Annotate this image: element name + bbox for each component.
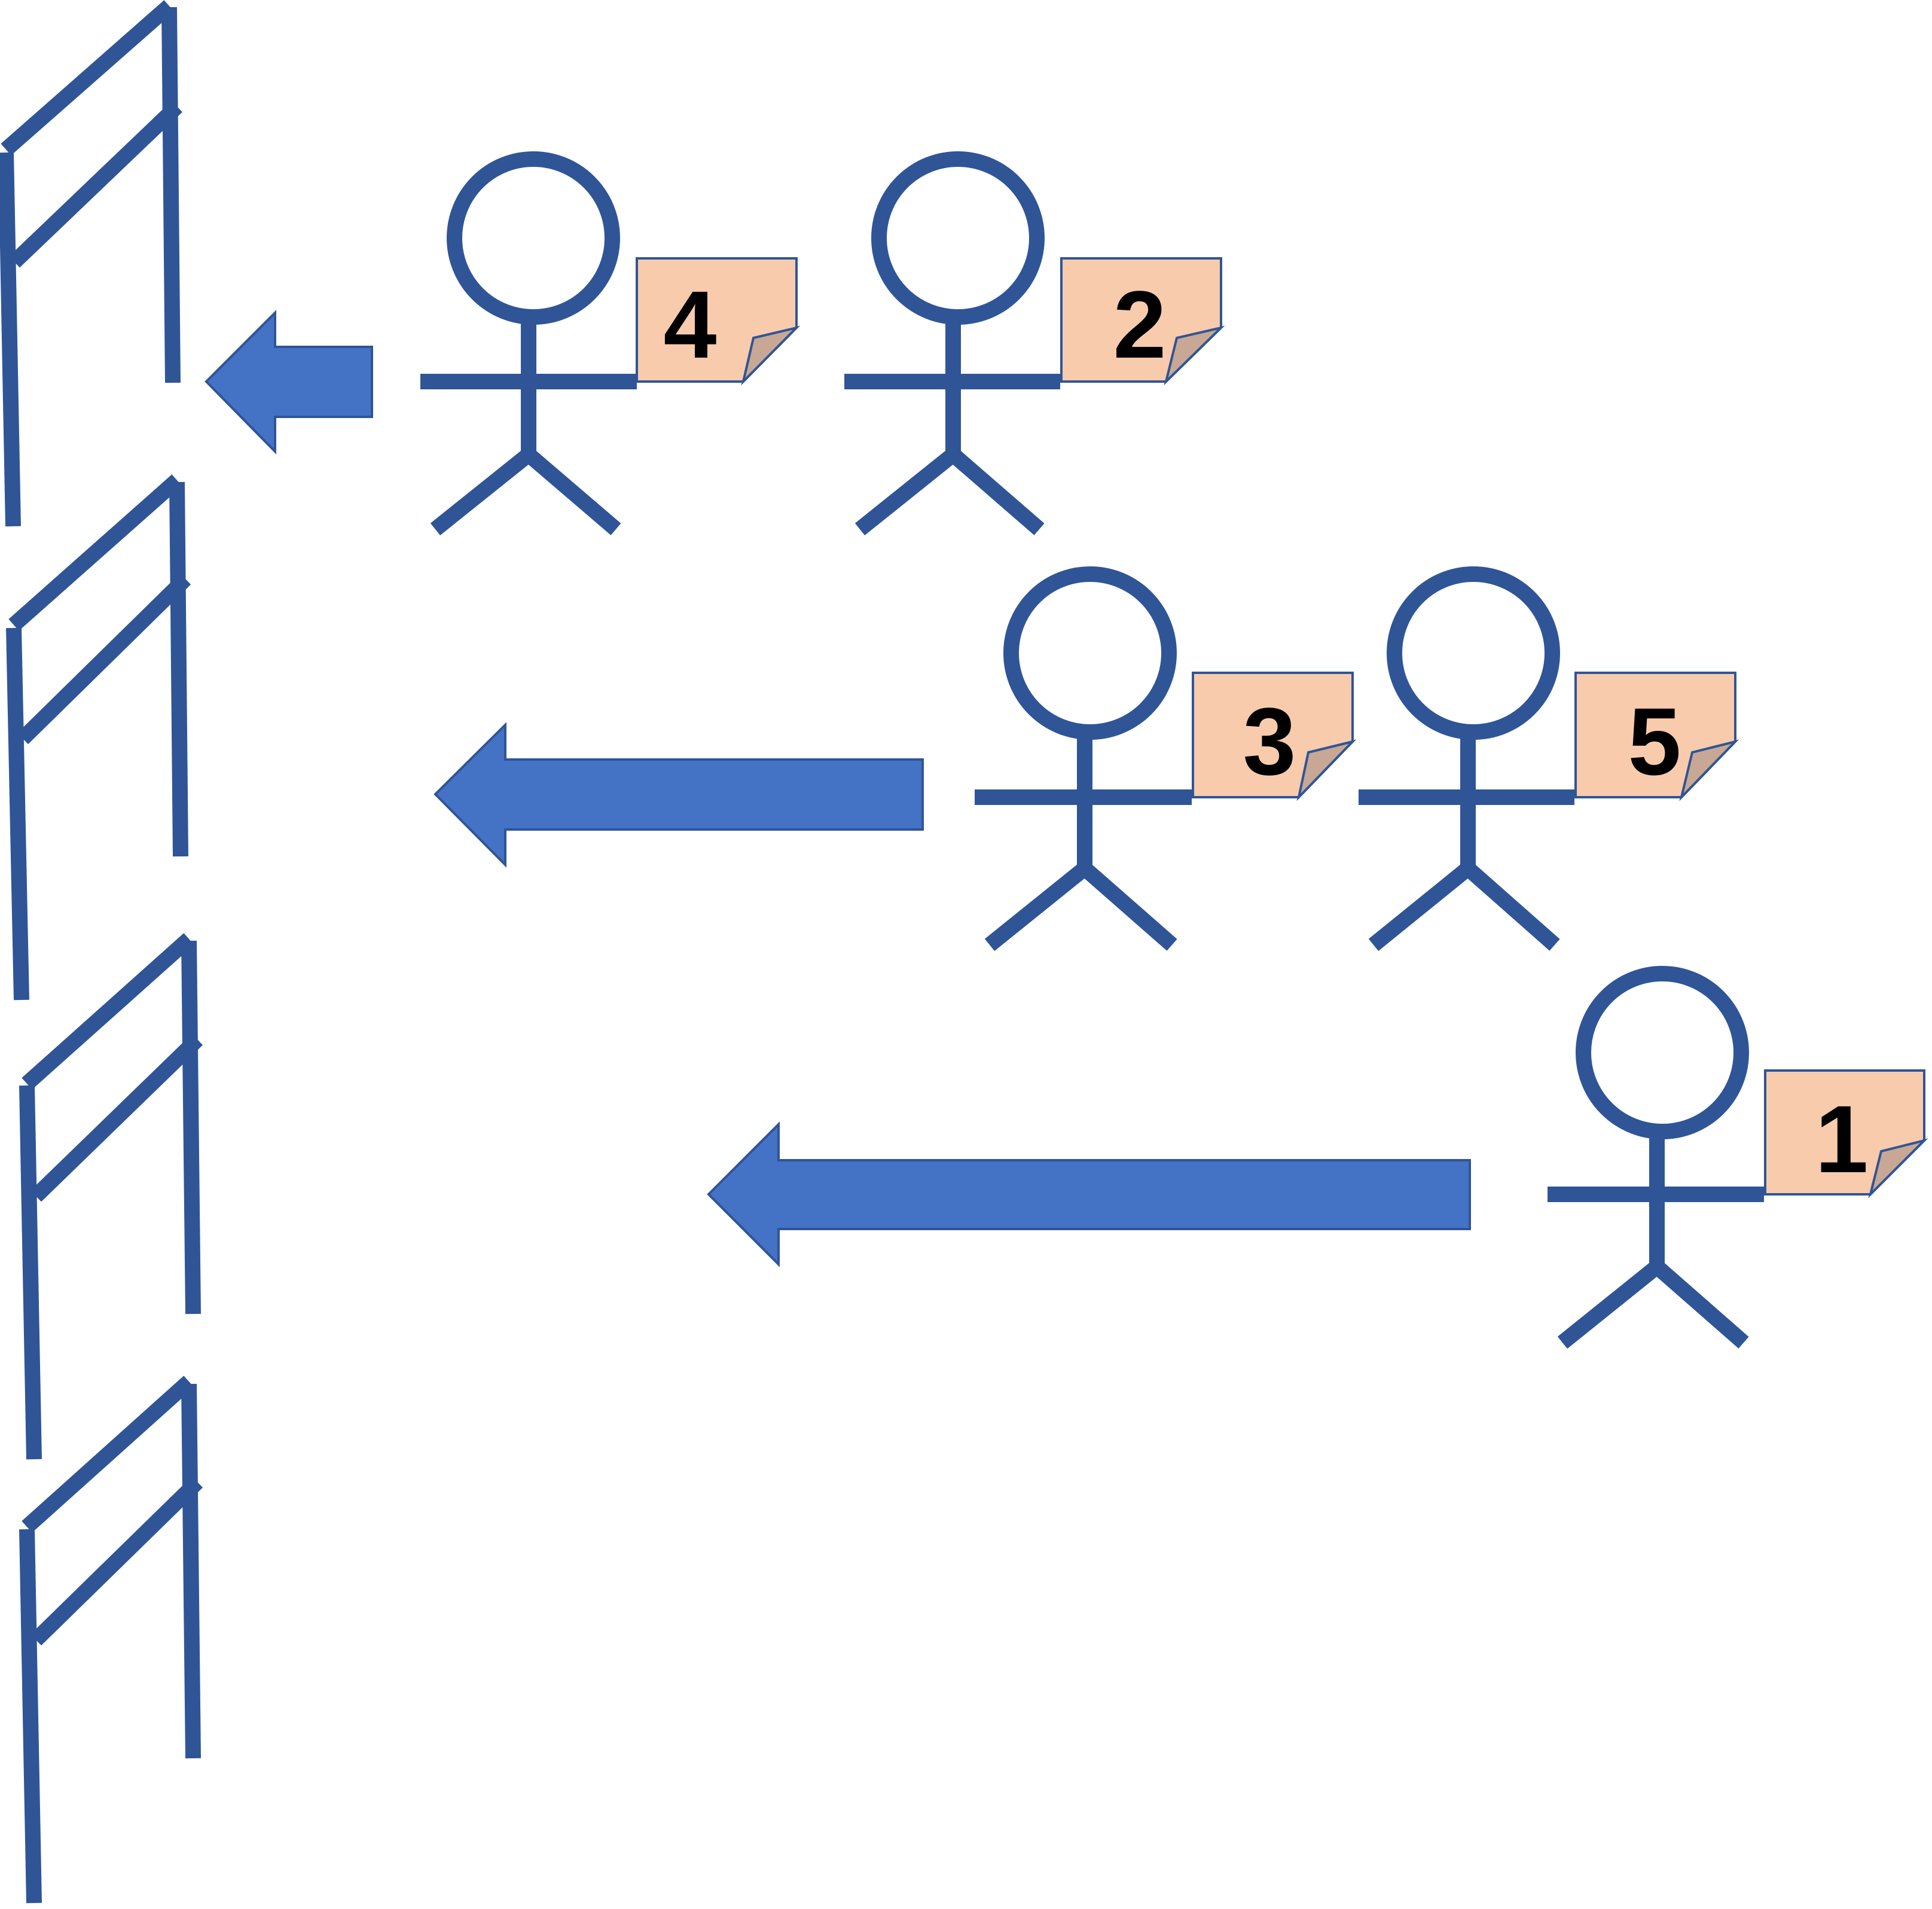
stick-figure-5: 5 [1359,566,1739,952]
hurdle-3 [19,933,203,1460]
number-label-5: 5 [1628,688,1681,795]
hurdle-4 [19,1376,203,1904]
number-label-2: 2 [1113,271,1167,378]
stick-figure-4: 4 [420,151,801,536]
number-label-3: 3 [1243,688,1296,795]
number-note-5: 5 [1574,672,1739,801]
hurdle-1 [0,0,182,527]
hurdle-2 [6,474,191,1001]
number-note-2: 2 [1060,257,1225,386]
number-label-1: 1 [1815,1085,1869,1193]
number-note-4: 4 [636,257,801,386]
number-note-1: 1 [1764,1069,1928,1199]
stick-figure-3: 3 [975,566,1357,952]
arrow-long [707,1121,1471,1267]
stick-figure-1: 1 [1548,966,1928,1349]
number-note-3: 3 [1192,672,1357,801]
stick-figure-2: 2 [844,151,1225,536]
arrow-short [205,310,373,455]
number-label-4: 4 [664,271,717,378]
arrow-medium [434,722,924,868]
